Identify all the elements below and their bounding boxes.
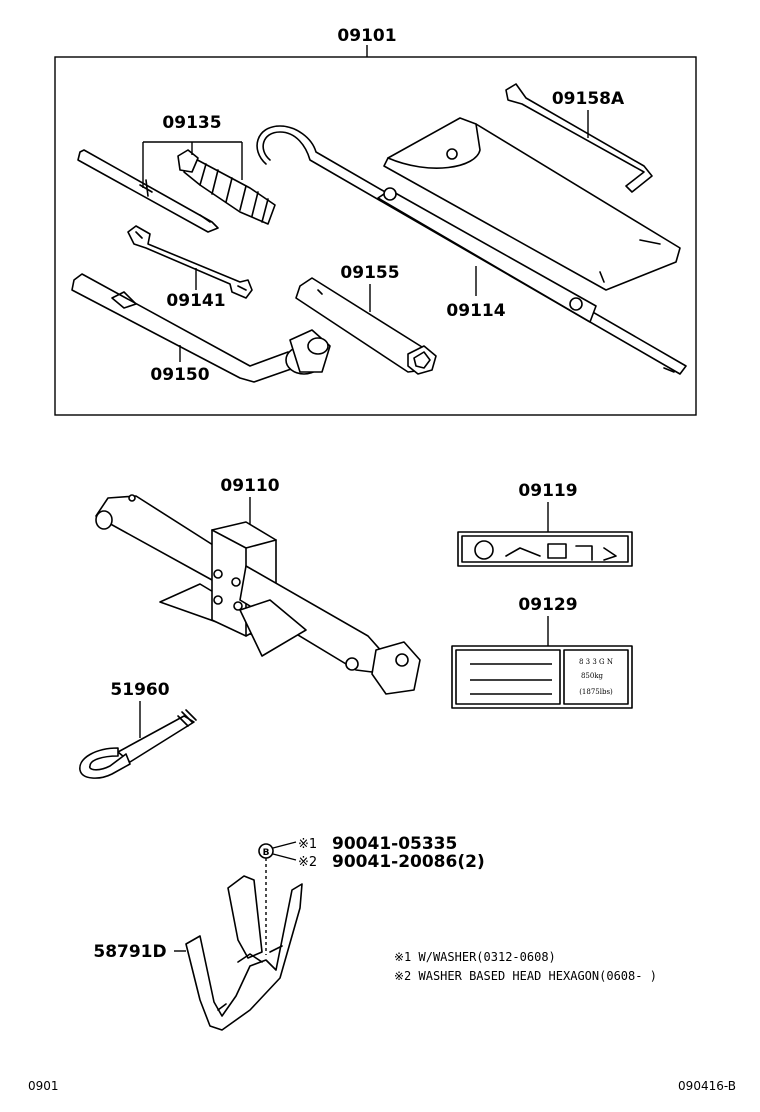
scissor-jack-09110 [95,494,421,695]
label-09114[interactable]: 09114 [446,301,505,321]
bolt1-part-number[interactable]: 90041-05335 [332,834,457,854]
label-09141[interactable]: 09141 [166,291,225,311]
rod-09158a [505,83,653,193]
tool-kit-frame [54,56,697,416]
label-09101[interactable]: 09101 [337,26,396,46]
label-09110[interactable]: 09110 [220,476,279,496]
bolt1-mark: ※1 [298,837,317,852]
tow-hook-51960 [79,709,197,779]
caution-label-09119 [457,531,633,567]
label-plate-line3: (1875lbs) [579,688,613,696]
wrench-09141 [127,225,253,299]
screwdriver-09135 [77,149,276,233]
label-09158a[interactable]: 09158A [552,89,625,109]
label-51960[interactable]: 51960 [110,680,169,700]
capacity-label-09129: 8 3 3 G N 850kg (1875lbs) [451,645,633,709]
label-09135[interactable]: 09135 [162,113,221,133]
label-09150[interactable]: 09150 [150,365,209,385]
leader-bolt-2 [272,853,297,861]
bolt2-mark: ※2 [298,855,317,870]
bracket-58791d [185,875,303,1031]
lug-wrench-09150 [71,273,331,383]
label-plate-line2: 850kg [581,672,604,680]
label-58791d[interactable]: 58791D [93,942,166,962]
label-plate-line1: 8 3 3 G N [579,658,613,666]
socket-tube-09155 [295,277,437,375]
note-2: ※2 WASHER BASED HEAD HEXAGON(0608- ) [394,969,657,983]
bolt-callout-letter: B [263,848,270,858]
bolt2-part-number[interactable]: 90041-20086(2) [332,852,485,872]
label-09119[interactable]: 09119 [518,481,577,501]
leader-09135 [142,141,243,188]
jack-handle-09114 [256,125,687,375]
note-1: ※1 W/WASHER(0312-0608) [394,950,556,964]
footer-left-code: 0901 [28,1079,59,1093]
label-09129[interactable]: 09129 [518,595,577,615]
leader-bolt-1 [272,841,297,849]
footer-right-code: 090416-B [678,1079,736,1093]
label-09155[interactable]: 09155 [340,263,399,283]
tool-bag [383,117,681,291]
